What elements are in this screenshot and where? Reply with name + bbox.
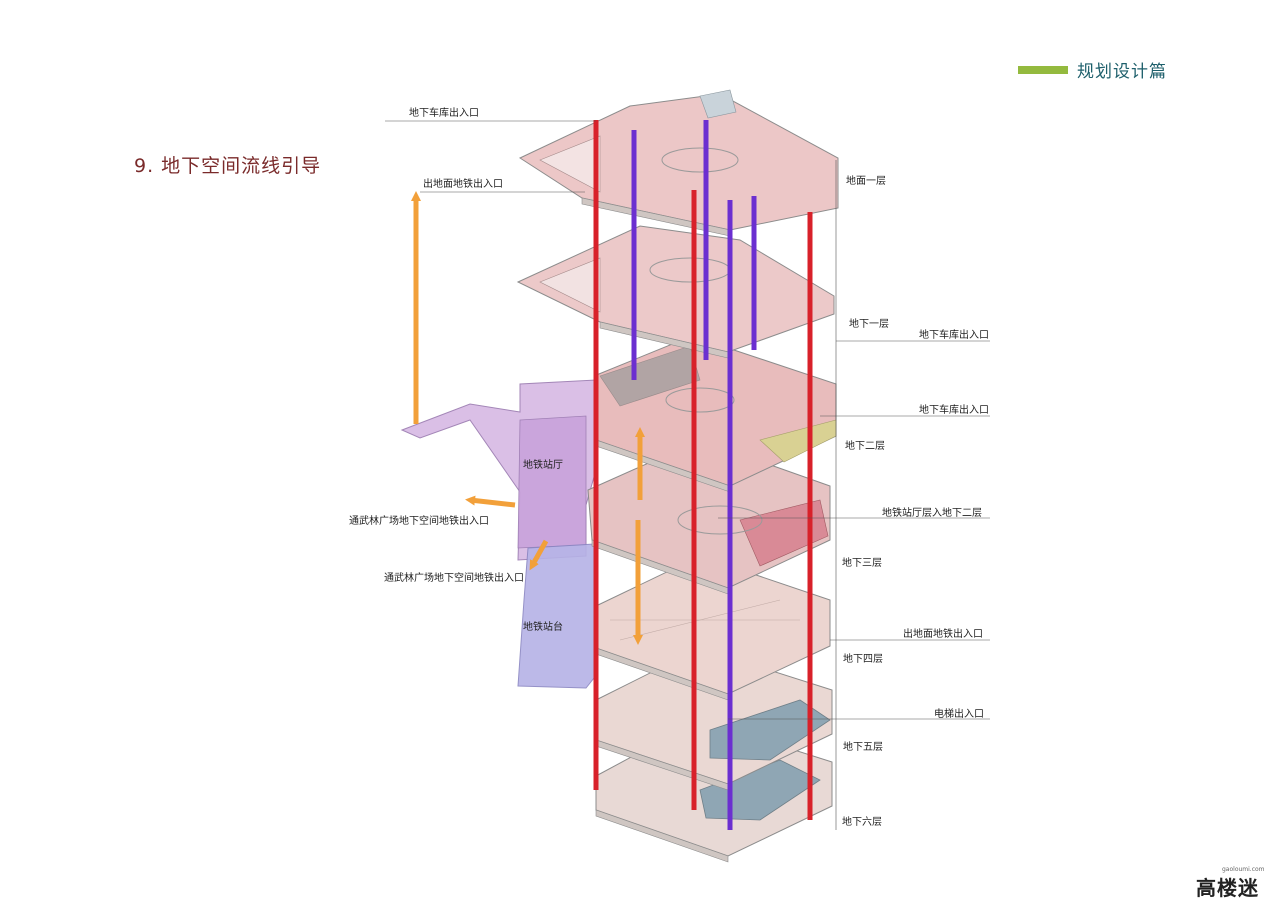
callout-b1-garage: 地下车库出入口	[919, 328, 989, 341]
callout-top-garage: 地下车库出入口	[409, 106, 479, 119]
orange-flow-arrows	[411, 191, 645, 645]
page-title: 9. 地下空间流线引导	[134, 155, 322, 177]
callout-leader-lines	[385, 120, 990, 830]
callout-wulin-2: 通武林广场地下空间地铁出入口	[384, 571, 524, 584]
header-title: 规划设计篇	[1077, 62, 1167, 82]
purple-vertical-cores	[631, 120, 757, 830]
metro-platform-block	[517, 543, 595, 689]
floor-label-b4: 地下四层	[843, 652, 883, 665]
floor-label-b5: 地下五层	[843, 740, 883, 753]
label-station-hall: 地铁站厅	[523, 458, 563, 471]
header-accent-bar	[1018, 66, 1068, 74]
floor-plate-b1	[516, 225, 835, 359]
callout-elevator: 电梯出入口	[934, 707, 984, 720]
floor-label-ground: 地面一层	[846, 174, 886, 187]
callout-b3-ground-metro: 出地面地铁出入口	[903, 627, 983, 640]
watermark-logo: 高楼迷	[1196, 876, 1259, 900]
floor-plate-b2	[593, 335, 837, 493]
floor-label-b2: 地下二层	[845, 439, 885, 452]
flow-to-wulin-1	[465, 495, 516, 508]
flow-to-wulin-2	[529, 539, 549, 571]
callout-metro-to-b2: 地铁站厅层入地下二层	[882, 506, 982, 519]
floor-label-b1: 地下一层	[849, 317, 889, 330]
floor-label-b3: 地下三层	[842, 556, 882, 569]
metro-station-hall-block	[400, 379, 597, 561]
floor-plate-b3	[587, 439, 831, 595]
callout-ground-metro: 出地面地铁出入口	[423, 177, 503, 190]
red-vertical-cores	[593, 120, 813, 820]
callout-b2-garage: 地下车库出入口	[919, 403, 989, 416]
floor-label-b6: 地下六层	[842, 815, 882, 828]
floor-plate-ground	[518, 89, 839, 237]
watermark-url: gaoloumi.com	[1222, 866, 1265, 873]
label-station-platform: 地铁站台	[523, 620, 563, 633]
callout-wulin-1: 通武林广场地下空间地铁出入口	[349, 514, 489, 527]
